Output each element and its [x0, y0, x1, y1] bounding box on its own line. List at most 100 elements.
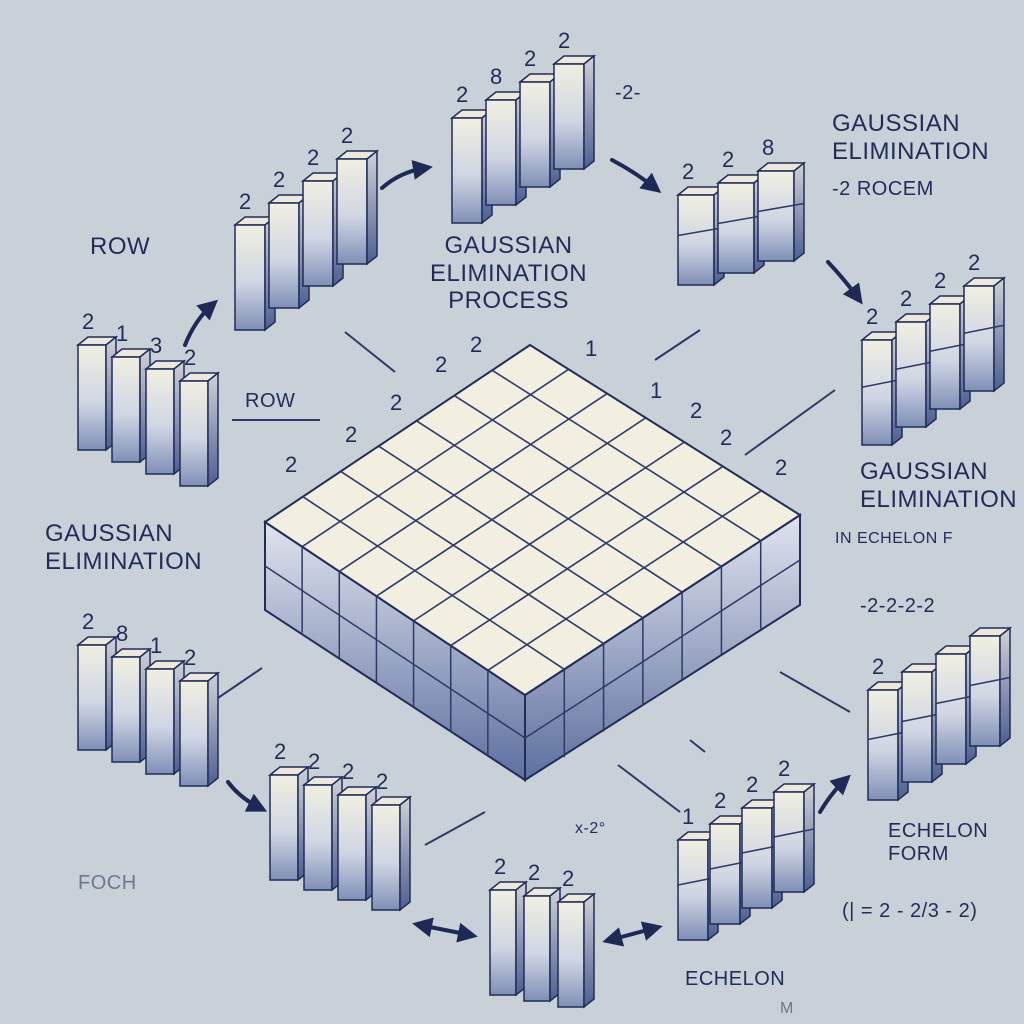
grid-digit: 2 [390, 390, 402, 415]
bar-digit: 2 [376, 769, 388, 794]
matrix-column-bar [859, 330, 905, 447]
matrix-column-bar [334, 149, 380, 266]
matrix-column-bar [177, 371, 221, 488]
label-formula: (| = 2 - 2/3 - 2) [842, 900, 978, 922]
bar-digit: 1 [116, 321, 128, 346]
grid-digit: 2 [720, 425, 732, 450]
matrix-column-bar [109, 647, 153, 764]
grid-digit: 2 [285, 452, 297, 477]
arrow-bottom-right [602, 921, 663, 947]
label-neg-row: -2-2-2-2 [860, 595, 936, 617]
bar-digit: 2 [184, 645, 196, 670]
label-rocem: -2 ROCEM [832, 178, 934, 200]
label-row-left: ROW [90, 233, 151, 260]
bar-group-top-right: 2 2 8 [675, 135, 807, 287]
label-in-echelon: IN ECHELON F [835, 530, 954, 547]
arrow-right-up [818, 774, 851, 814]
matrix-column-bar [267, 765, 311, 882]
bar-digit: 8 [762, 135, 774, 160]
matrix-column-bar [487, 880, 529, 997]
arrow-bottom-left [412, 917, 478, 943]
arrow-left-up [183, 299, 218, 347]
grid-digit: 1 [585, 336, 597, 361]
matrix-column-bar [335, 785, 379, 902]
matrix-column-bar [555, 892, 597, 1009]
matrix-column-bar [675, 185, 727, 287]
matrix-column-bar [967, 626, 1013, 748]
label-gaussian-topright: GAUSSIAN ELIMINATION [832, 110, 990, 165]
label-m-mark: M [780, 1000, 794, 1017]
label-row-mid: ROW [245, 390, 296, 412]
bar-digit: 2 [341, 123, 353, 148]
bar-digit: 2 [682, 159, 694, 184]
bar-digit: 8 [116, 621, 128, 646]
bar-digit: 2 [494, 854, 506, 879]
matrix-column-bar [143, 359, 187, 476]
flow-arrows [183, 158, 863, 947]
arrow-top-right [610, 158, 662, 193]
grid-digit: 2 [690, 398, 702, 423]
guide-lines [214, 329, 851, 846]
bar-digit: 2 [714, 788, 726, 813]
bar-digit: 2 [274, 739, 286, 764]
matrix-column-bar [75, 635, 119, 752]
bar-digit: 2 [307, 145, 319, 170]
bar-digit: 2 [872, 654, 884, 679]
matrix-column-bar [521, 886, 563, 1003]
bar-digit: 2 [82, 609, 94, 634]
bar-digit: 2 [866, 304, 878, 329]
bar-digit: 1 [150, 633, 162, 658]
bar-digit: 2 [562, 866, 574, 891]
arrow-top-left [380, 160, 433, 190]
grid-digit: 2 [470, 332, 482, 357]
arrow-left-down [226, 780, 268, 812]
matrix-column-bar [109, 347, 153, 464]
bar-digit: 2 [558, 28, 570, 53]
grid-digit: 2 [775, 455, 787, 480]
matrix-column-bar [961, 276, 1007, 393]
arrow-right-down [826, 260, 863, 305]
bar-digit: 2 [273, 167, 285, 192]
label-gaussian-center: GAUSSIAN ELIMINATION PROCESS [430, 232, 588, 315]
matrix-column-bar [715, 173, 767, 275]
label-top-expr: -2- [615, 82, 641, 104]
label-x-expr: x-2° [575, 820, 606, 837]
bar-digit: 2 [900, 286, 912, 311]
matrix-column-bar [755, 161, 807, 263]
bar-group-right-lower: 2 [865, 626, 1013, 802]
bar-digit: 2 [308, 749, 320, 774]
matrix-column-bar [301, 775, 345, 892]
matrix-column-bar [369, 795, 413, 912]
bar-digit: 2 [456, 82, 468, 107]
bar-digit: 1 [682, 804, 694, 829]
bar-digit: 2 [746, 772, 758, 797]
bar-digit: 2 [968, 250, 980, 275]
bar-digit: 2 [528, 860, 540, 885]
bar-digit: 2 [934, 268, 946, 293]
bar-digit: 3 [150, 333, 162, 358]
bar-digit: 8 [490, 64, 502, 89]
label-echelon-bottom: ECHELON [685, 968, 786, 990]
label-foch: FOCH [78, 872, 137, 894]
grid-digit: 2 [435, 352, 447, 377]
bar-digit: 2 [722, 147, 734, 172]
bar-digit: 2 [778, 756, 790, 781]
label-echelon-form: ECHELON FORM [888, 820, 989, 865]
bar-digit: 2 [82, 309, 94, 334]
grid-digit: 2 [345, 422, 357, 447]
grid-digit: 1 [650, 378, 662, 403]
label-gaussian-left: GAUSSIAN ELIMINATION [45, 520, 203, 575]
matrix-column-bar [771, 782, 817, 894]
label-gaussian-right: GAUSSIAN ELIMINATION [860, 458, 1018, 513]
